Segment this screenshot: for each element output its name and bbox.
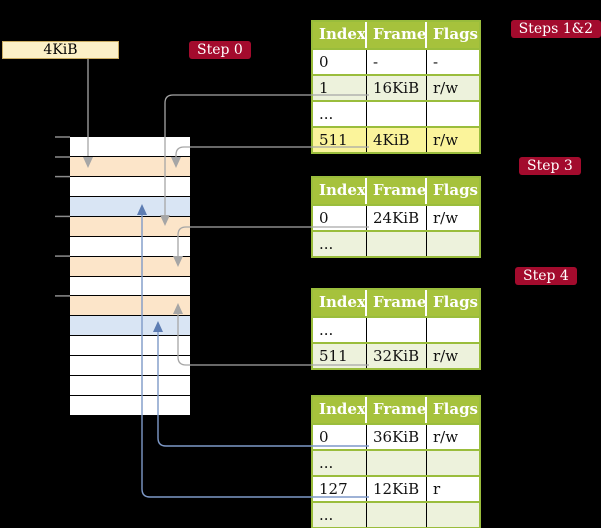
column-header: Flags <box>433 400 478 418</box>
table-cell: 16KiB <box>367 76 427 100</box>
memory-frame-row-blue <box>70 196 190 216</box>
table-row: ... <box>313 100 479 126</box>
memory-frame-row-white <box>70 356 190 376</box>
table-cell <box>427 232 479 256</box>
table-row: ... <box>313 230 479 256</box>
table-cell <box>427 451 479 475</box>
table-cell: 4KiB <box>367 128 427 152</box>
table-cell: ... <box>313 318 367 342</box>
memory-frame-row-blue <box>70 316 190 336</box>
column-header: Frame <box>367 397 427 423</box>
table-cell: ... <box>313 232 367 256</box>
table-cell <box>427 102 479 126</box>
table-cell: 0 <box>313 50 367 74</box>
table-cell: r/w <box>427 76 479 100</box>
address-ticks <box>55 136 70 297</box>
table-cell: - <box>427 50 479 74</box>
table-cell <box>367 102 427 126</box>
table-cell: r/w <box>427 344 479 368</box>
column-header: Flags <box>433 25 478 43</box>
memory-frame-row-peach <box>70 256 190 276</box>
table-cell <box>367 318 427 342</box>
frame-size-box: 4KiB <box>2 41 119 59</box>
table-cell: - <box>367 50 427 74</box>
table-cell <box>367 451 427 475</box>
table-cell: 1 <box>313 76 367 100</box>
table-cell <box>427 503 479 527</box>
table-cell: 36KiB <box>367 425 427 449</box>
table-cell: 511 <box>313 128 367 152</box>
table-cell <box>367 232 427 256</box>
table-cell: ... <box>313 451 367 475</box>
step-4-label: Step 4 <box>515 267 577 285</box>
table-cell: ... <box>313 503 367 527</box>
column-header: Frame <box>367 178 427 204</box>
memory-frame-row-white <box>70 236 190 256</box>
table-cell: 32KiB <box>367 344 427 368</box>
memory-frame-row-peach <box>70 216 190 236</box>
table-row: ... <box>313 449 479 475</box>
memory-frame-row-peach <box>70 156 190 176</box>
table-cell: 12KiB <box>367 477 427 501</box>
memory-frame-row-white <box>70 176 190 196</box>
table-cell <box>367 503 427 527</box>
memory-frame-row-white <box>70 137 190 156</box>
steps-1-2-label: Steps 1&2 <box>510 20 601 38</box>
memory-stack <box>70 137 190 415</box>
column-header: Flags <box>433 181 478 199</box>
memory-frame-row-white <box>70 336 190 356</box>
column-header: Frame <box>367 290 427 316</box>
table-cell <box>427 318 479 342</box>
step-0-label: Step 0 <box>189 41 251 59</box>
column-header: Index <box>313 397 367 423</box>
table-cell: 24KiB <box>367 206 427 230</box>
column-header: Index <box>313 22 367 48</box>
memory-frame-row-peach <box>70 296 190 316</box>
step-3-label: Step 3 <box>519 157 581 175</box>
table-cell: 0 <box>313 425 367 449</box>
memory-frame-row-white <box>70 276 190 296</box>
table-cell: 0 <box>313 206 367 230</box>
memory-frame-row-white <box>70 396 190 415</box>
table-cell: ... <box>313 102 367 126</box>
column-header: Index <box>313 178 367 204</box>
frame-size-label: 4KiB <box>43 42 78 58</box>
table-cell: r/w <box>427 206 479 230</box>
table-row: ... <box>313 501 479 527</box>
table-cell: 511 <box>313 344 367 368</box>
column-header: Frame <box>367 22 427 48</box>
table-cell: 127 <box>313 477 367 501</box>
table-row: 0-- <box>313 48 479 74</box>
table-cell: r/w <box>427 128 479 152</box>
table-cell: r <box>427 477 479 501</box>
column-header: Flags <box>433 293 478 311</box>
table-cell: r/w <box>427 425 479 449</box>
column-header: Index <box>313 290 367 316</box>
memory-frame-row-white <box>70 376 190 396</box>
table-row: ... <box>313 316 479 342</box>
